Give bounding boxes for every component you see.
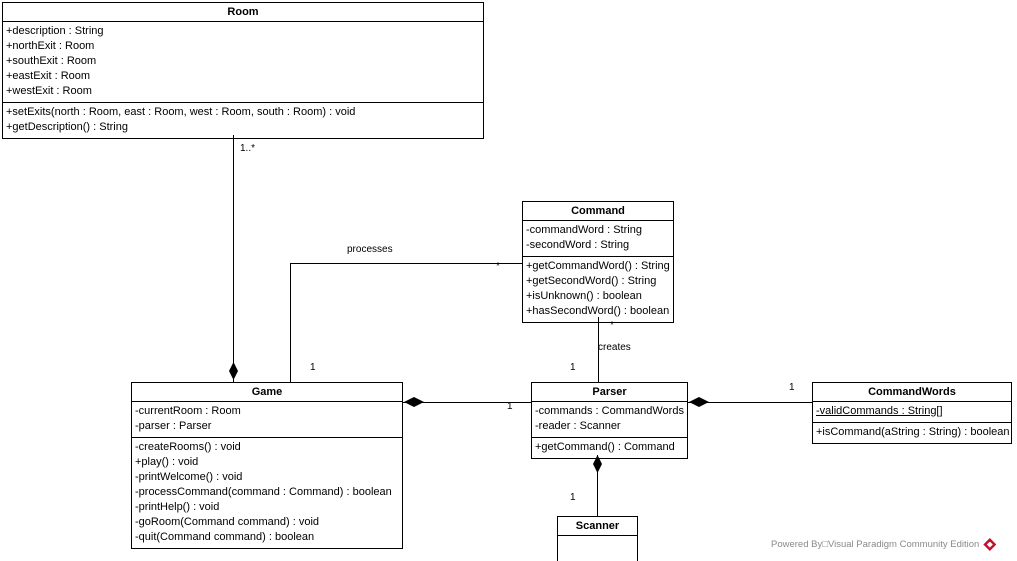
watermark: Powered By□Visual Paradigm Community Edi… <box>771 538 997 551</box>
connector-game-parser[interactable] <box>403 402 531 403</box>
connector-game-command-vertical[interactable] <box>290 263 291 382</box>
class-box-command[interactable]: Command -commandWord : String -secondWor… <box>522 201 674 323</box>
operation-command-2: +isUnknown() : boolean <box>526 290 642 302</box>
connector-room-game[interactable] <box>233 135 234 382</box>
class-operations-command-words: +isCommand(aString : String) : boolean <box>813 423 1011 443</box>
attribute-command-0: -commandWord : String <box>526 224 642 236</box>
connector-parser-scanner[interactable] <box>597 455 598 516</box>
operation-game-3: -processCommand(command : Command) : boo… <box>135 486 392 498</box>
multiplicity-game-command-source: 1 <box>310 362 316 373</box>
composition-diamond-parser-scanner <box>593 455 602 473</box>
attribute-command-1: -secondWord : String <box>526 239 630 251</box>
multiplicity-command-parser-target: 1 <box>570 362 576 373</box>
attribute-room-3: +eastExit : Room <box>6 70 91 82</box>
composition-diamond-room-game <box>229 362 238 380</box>
class-attributes-command: -commandWord : String -secondWord : Stri… <box>523 221 673 257</box>
class-title-scanner: Scanner <box>558 517 637 536</box>
operation-command-1: +getSecondWord() : String <box>526 275 657 287</box>
class-body-scanner <box>558 536 637 561</box>
attribute-parser-1: -reader : Scanner <box>535 420 621 432</box>
operation-room-1: +getDescription() : String <box>6 121 128 133</box>
operation-room-0: +setExits(north : Room, east : Room, wes… <box>6 106 356 118</box>
attribute-parser-0: -commands : CommandWords <box>535 405 684 417</box>
multiplicity-game-command-target: * <box>496 261 500 272</box>
visual-paradigm-logo-icon <box>983 538 997 551</box>
attribute-room-4: +westExit : Room <box>6 85 92 97</box>
connector-command-parser[interactable] <box>598 317 599 382</box>
class-title-room: Room <box>3 3 483 22</box>
class-title-game: Game <box>132 383 402 402</box>
class-title-command-words: CommandWords <box>813 383 1011 402</box>
relationship-label-creates: creates <box>598 342 631 353</box>
operation-game-5: -goRoom(Command command) : void <box>135 516 320 528</box>
operation-parser-0: +getCommand() : Command <box>535 441 675 453</box>
class-box-command-words[interactable]: CommandWords -validCommands : String[] +… <box>812 382 1012 444</box>
operation-command-3: +hasSecondWord() : boolean <box>526 305 670 317</box>
attribute-command-words-0: -validCommands : String[] <box>816 405 943 417</box>
attribute-game-1: -parser : Parser <box>135 420 212 432</box>
relationship-label-processes: processes <box>347 244 393 255</box>
connector-parser-command-words[interactable] <box>688 402 812 403</box>
operation-game-6: -quit(Command command) : boolean <box>135 531 315 543</box>
multiplicity-room-game-source: 1..* <box>240 143 256 154</box>
multiplicity-game-parser-target: 1 <box>507 401 513 412</box>
class-attributes-room: +description : String +northExit : Room … <box>3 22 483 103</box>
composition-diamond-parser-command-words <box>689 397 709 407</box>
class-operations-game: -createRooms() : void +play() : void -pr… <box>132 438 402 548</box>
class-operations-parser: +getCommand() : Command <box>532 438 687 458</box>
attribute-room-2: +southExit : Room <box>6 55 97 67</box>
operation-game-4: -printHelp() : void <box>135 501 220 513</box>
attribute-room-0: +description : String <box>6 25 104 37</box>
class-box-parser[interactable]: Parser -commands : CommandWords -reader … <box>531 382 688 459</box>
class-box-room[interactable]: Room +description : String +northExit : … <box>2 2 484 139</box>
composition-diamond-game-parser <box>404 397 424 407</box>
watermark-text: Powered By□Visual Paradigm Community Edi… <box>771 538 980 550</box>
class-attributes-parser: -commands : CommandWords -reader : Scann… <box>532 402 687 438</box>
multiplicity-command-parser-source: * <box>610 320 614 331</box>
class-attributes-game: -currentRoom : Room -parser : Parser <box>132 402 402 438</box>
attribute-room-1: +northExit : Room <box>6 40 95 52</box>
class-title-command: Command <box>523 202 673 221</box>
connector-game-command-horizontal[interactable] <box>290 263 523 264</box>
class-attributes-command-words: -validCommands : String[] <box>813 402 1011 423</box>
operation-command-0: +getCommandWord() : String <box>526 260 670 272</box>
class-operations-command: +getCommandWord() : String +getSecondWor… <box>523 257 673 322</box>
class-title-parser: Parser <box>532 383 687 402</box>
class-box-scanner[interactable]: Scanner <box>557 516 638 561</box>
multiplicity-parser-scanner-target: 1 <box>570 492 576 503</box>
operation-game-2: -printWelcome() : void <box>135 471 243 483</box>
class-operations-room: +setExits(north : Room, east : Room, wes… <box>3 103 483 138</box>
operation-command-words-0: +isCommand(aString : String) : boolean <box>816 426 1010 438</box>
multiplicity-parser-command-words-target: 1 <box>789 382 795 393</box>
class-box-game[interactable]: Game -currentRoom : Room -parser : Parse… <box>131 382 403 549</box>
attribute-game-0: -currentRoom : Room <box>135 405 241 417</box>
operation-game-1: +play() : void <box>135 456 199 468</box>
operation-game-0: -createRooms() : void <box>135 441 241 453</box>
